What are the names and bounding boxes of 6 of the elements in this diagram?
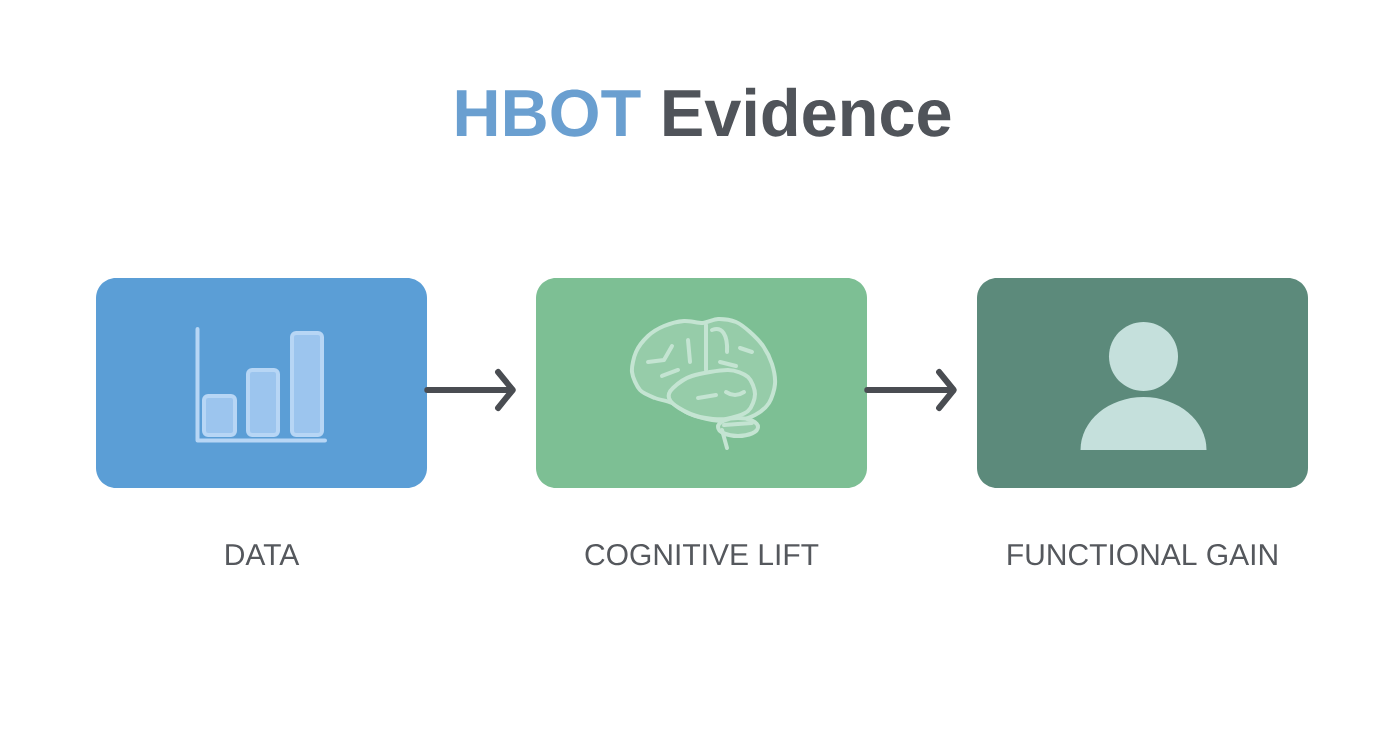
step-label: FUNCTIONAL GAIN bbox=[1008, 544, 1277, 566]
arrow bbox=[424, 369, 516, 411]
title: HBOT Evidence bbox=[456, 87, 951, 137]
arrow bbox=[864, 369, 957, 411]
step-label: DATA bbox=[226, 544, 300, 565]
step-label: COGNITIVE LIFT bbox=[585, 544, 819, 566]
